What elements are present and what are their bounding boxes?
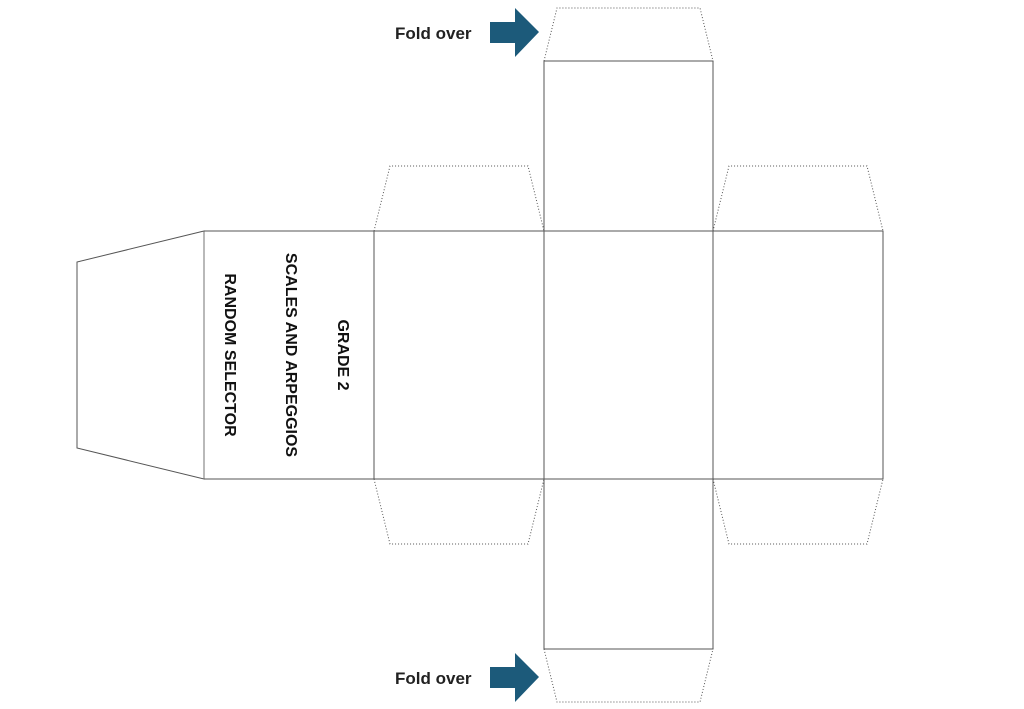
title-line-scales: SCALES AND ARPEGGIOS: [282, 253, 299, 458]
left-face: [373, 230, 545, 480]
arrow-right-icon: [490, 653, 539, 702]
center-face: [543, 230, 714, 480]
upper-right-tab: [712, 165, 884, 232]
right-face: [712, 230, 884, 480]
lower-left-tab: [373, 478, 545, 545]
top-face: [543, 60, 714, 232]
upper-left-tab: [373, 165, 545, 232]
fold-over-label-bottom: Fold over: [395, 669, 472, 688]
title-line-grade: GRADE 2: [334, 319, 351, 390]
title-line-selector: RANDOM SELECTOR: [221, 273, 238, 437]
bottom-fold-tab: [543, 648, 714, 703]
bottom-face: [543, 478, 714, 650]
arrow-right-icon: [490, 8, 539, 57]
top-fold-tab: [543, 7, 714, 62]
fold-over-label-top: Fold over: [395, 24, 472, 43]
left-side-flap: [76, 230, 205, 480]
lower-right-tab: [712, 478, 884, 545]
